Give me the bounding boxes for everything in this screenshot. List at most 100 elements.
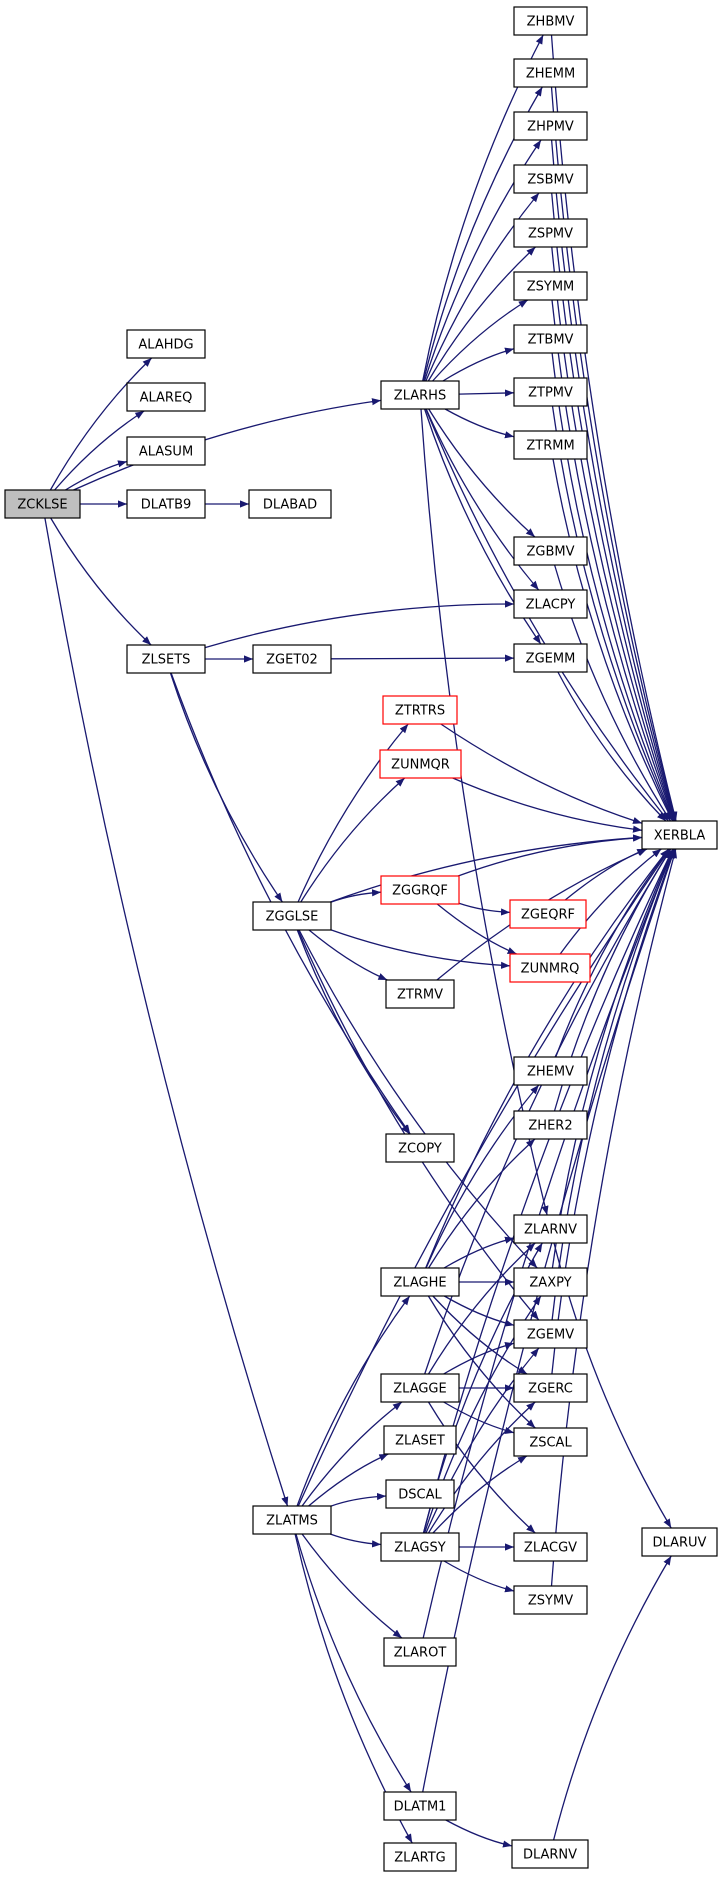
node-label: ZSPMV [528,227,573,242]
node-zspmv[interactable]: ZSPMV [513,218,588,248]
node-zhpmv[interactable]: ZHPMV [513,111,588,141]
edge-dlatm1-to-dlarnv [445,1819,513,1848]
edge-zlatms-to-zlagge [301,1401,403,1507]
edge-zggrqf-to-xerbla [457,834,643,877]
node-box [513,1373,588,1403]
edge-line [330,654,515,662]
edge-zlagge-to-zlarnv [427,1242,536,1375]
node-label: ZSCAL [529,1436,572,1451]
edge-zlarhs-to-zlacpy [425,408,540,591]
node-ztbmv[interactable]: ZTBMV [513,324,588,354]
edge-line [44,517,289,1507]
node-label: DLARNV [523,1848,577,1863]
node-zher2[interactable]: ZHER2 [513,1110,588,1140]
node-label: ZLARTG [394,1851,445,1866]
edge-zcklse-to-alasum [65,460,128,491]
node-zcklse[interactable]: ZCKLSE [4,489,81,519]
node-zunmrq[interactable]: ZUNMRQ [509,953,591,983]
node-dlaruv[interactable]: DLARUV [641,1527,718,1557]
node-zhemv[interactable]: ZHEMV [513,1056,588,1086]
node-zget02[interactable]: ZGET02 [252,644,332,674]
node-label: ZSYMV [528,1594,573,1609]
node-box [641,820,718,850]
edge-line [296,929,410,1135]
node-box [4,489,81,519]
node-label: ZHPMV [527,120,574,135]
node-zgemm[interactable]: ZGEMM [513,643,588,673]
node-label: XERBLA [654,829,706,844]
node-zggrqf[interactable]: ZGGRQF [380,875,460,905]
node-alasum[interactable]: ALASUM [126,436,206,466]
edge-zlarhs-to-zsbmv [425,192,540,382]
edge-line [330,834,643,903]
node-zgerc[interactable]: ZGERC [513,1373,588,1403]
node-zsymv[interactable]: ZSYMV [513,1585,588,1615]
edge-zgglse-to-ztrmv [308,929,388,981]
node-box [380,1373,460,1403]
edge-line [427,1401,536,1534]
edge-zlagge-to-xerbla [424,848,672,1375]
edge-line [297,723,409,903]
node-dlarnv[interactable]: DLARNV [511,1839,589,1869]
node-label: ZUNMQR [391,758,450,773]
node-zgbmv[interactable]: ZGBMV [513,536,588,566]
node-label: DLATB9 [141,498,192,513]
node-alareq[interactable]: ALAREQ [126,382,206,412]
node-zlagsy[interactable]: ZLAGSY [380,1532,460,1562]
edge-zlsets-to-zlacpy [204,600,515,649]
node-label: ZGERC [528,1382,573,1397]
node-zlagge[interactable]: ZLAGGE [380,1373,460,1403]
node-zlaghe[interactable]: ZLAGHE [380,1267,460,1297]
node-dlatb9[interactable]: DLATB9 [126,489,206,519]
node-zgeqrf[interactable]: ZGEQRF [509,899,587,929]
node-dscal[interactable]: DSCAL [385,1479,455,1509]
edge-line [457,834,643,877]
node-zcopy[interactable]: ZCOPY [385,1133,455,1163]
edge-zlatms-to-zlagsy [329,1533,382,1548]
node-zlarnv[interactable]: ZLARNV [513,1214,588,1244]
node-zlartg[interactable]: ZLARTG [383,1842,457,1872]
edge-zunmrq-to-xerbla [559,848,662,955]
edge-layer [44,34,678,1848]
node-zhbmv[interactable]: ZHBMV [513,6,588,36]
node-zgemv[interactable]: ZGEMV [513,1319,588,1349]
node-zlacpy[interactable]: ZLACPY [513,589,588,619]
edge-zlaghe-to-zgerc [432,1295,528,1375]
node-ztpmv[interactable]: ZTPMV [513,377,588,407]
node-zlarot[interactable]: ZLAROT [383,1637,457,1667]
node-dlabad[interactable]: DLABAD [248,489,332,519]
edge-zlatms-to-zlarot [301,1533,403,1639]
node-box [513,1585,588,1615]
edge-ztrtrs-to-xerbla [440,723,643,824]
node-zunmqr[interactable]: ZUNMQR [379,749,462,779]
node-zlarhs[interactable]: ZLARHS [380,380,460,410]
node-zscal[interactable]: ZSCAL [513,1427,588,1457]
node-ztrtrs[interactable]: ZTRTRS [382,695,458,725]
edge-zlaghe-to-zscal [427,1295,536,1429]
edge-line [551,405,674,822]
node-zlacgv[interactable]: ZLACGV [513,1532,588,1562]
node-xerbla[interactable]: XERBLA [641,820,718,850]
node-zgglse[interactable]: ZGGLSE [252,901,332,931]
edge-ztbmv-to-xerbla [551,352,675,822]
node-alahdg[interactable]: ALAHDG [126,329,206,359]
edge-line [443,1295,515,1327]
edge-dlarnv-to-dlaruv [552,1555,672,1841]
node-ztrmv[interactable]: ZTRMV [385,979,455,1009]
node-ztrmm[interactable]: ZTRMM [513,430,588,460]
node-zaxpy[interactable]: ZAXPY [513,1267,588,1297]
node-zlaset[interactable]: ZLASET [383,1425,457,1455]
node-zlatms[interactable]: ZLATMS [252,1505,332,1535]
node-label: ZSYMM [527,280,575,295]
edge-line [65,460,128,491]
node-box [383,1637,457,1667]
node-zsymm[interactable]: ZSYMM [513,271,588,301]
node-label: DLARUV [653,1536,707,1551]
node-zlsets[interactable]: ZLSETS [126,644,206,674]
node-zsbmv[interactable]: ZSBMV [513,164,588,194]
edge-line [442,347,515,382]
node-label: DSCAL [398,1488,442,1503]
node-dlatm1[interactable]: DLATM1 [383,1791,457,1821]
edge-zlagsy-to-zgerc [427,1401,536,1534]
node-zhemm[interactable]: ZHEMM [513,58,588,88]
